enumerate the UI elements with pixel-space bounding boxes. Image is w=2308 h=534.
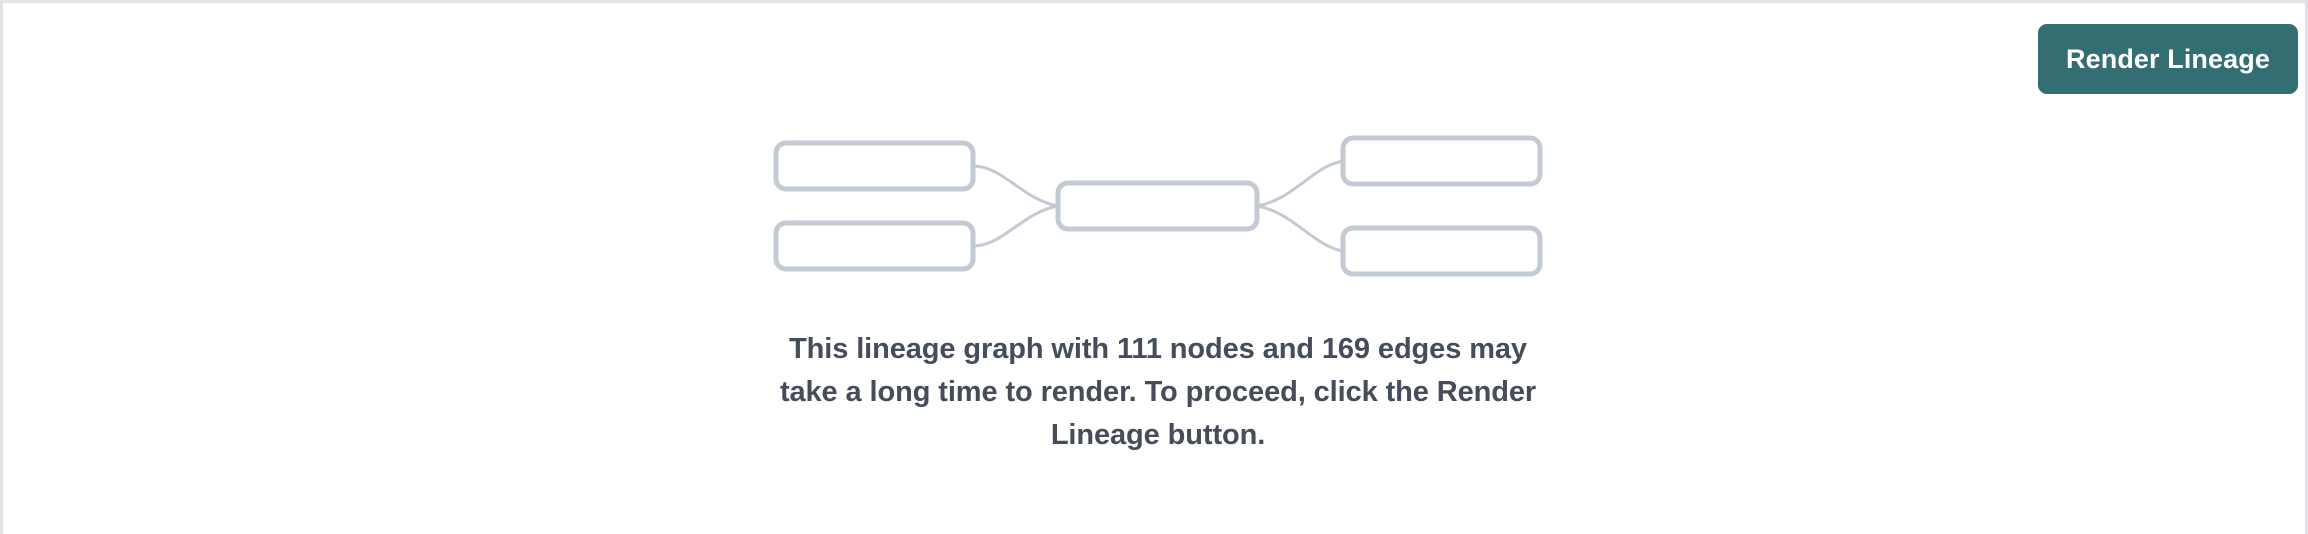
lineage-edge-upstream-2	[972, 204, 1059, 248]
lineage-graph-illustration	[758, 128, 1558, 283]
lineage-node-focus	[1055, 180, 1260, 232]
lineage-node-downstream-2	[1340, 225, 1543, 277]
render-lineage-button[interactable]: Render Lineage	[2038, 24, 2298, 94]
lineage-node-upstream-2	[773, 220, 976, 272]
lineage-node-upstream-1	[773, 140, 976, 192]
lineage-edge-downstream-2	[1256, 204, 1344, 253]
lineage-edge-downstream-1	[1256, 159, 1344, 208]
lineage-edge-upstream-1	[972, 164, 1059, 208]
lineage-empty-state: This lineage graph with 111 nodes and 16…	[3, 3, 2305, 534]
lineage-warning-message: This lineage graph with 111 nodes and 16…	[779, 333, 1537, 451]
lineage-node-downstream-1	[1340, 135, 1543, 187]
